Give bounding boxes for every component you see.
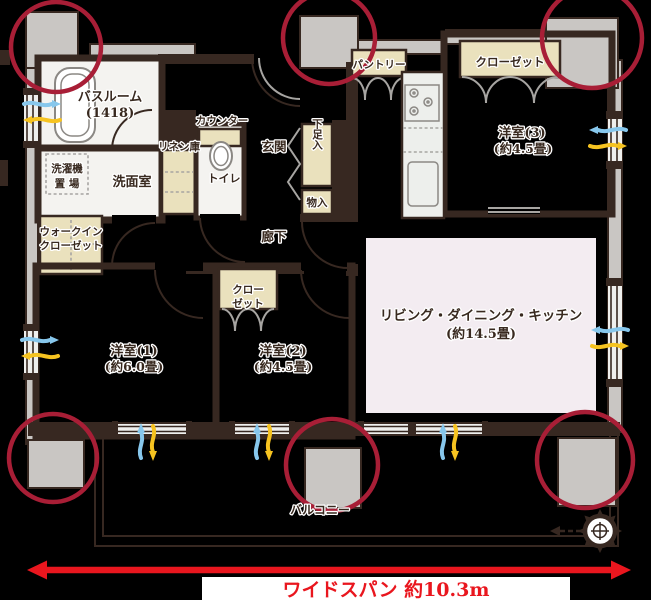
window-west-2	[23, 324, 39, 380]
entrance-label: 玄関	[261, 139, 286, 154]
washroom-label: 洗面室	[112, 174, 151, 190]
kitchen	[400, 70, 446, 220]
widespan-label: ワイドスパン 約10.3m	[283, 578, 490, 600]
washer-space	[45, 153, 89, 195]
washroom-door-arc	[111, 222, 156, 267]
room1-label: 洋室(1)	[110, 343, 157, 359]
washer-label2: 置 場	[55, 177, 80, 190]
room2-size-label: (約4.5畳)	[254, 359, 313, 374]
shoe-cabinet-label: 下足入	[311, 118, 323, 150]
pillar-highlight-circles	[6, 0, 645, 514]
corner-pillars	[25, 11, 619, 509]
stove-icon	[404, 84, 440, 122]
room2-closet-label: クロー	[232, 284, 264, 296]
ldk-size-label: (約14.5畳)	[446, 326, 516, 342]
pillar-bottom-left	[27, 439, 85, 489]
room3-label: 洋室(3)	[498, 125, 545, 141]
ldk-highlight	[366, 238, 596, 413]
linen-label: リネン庫	[158, 140, 200, 153]
entrance-area	[251, 57, 334, 216]
room2	[212, 262, 356, 440]
ldk-door-arc	[301, 221, 349, 269]
highlight-circle-icon	[283, 416, 381, 514]
counter-label: カウンター	[196, 115, 249, 127]
window-south-2	[229, 421, 295, 436]
pillar-bottom-center	[304, 447, 362, 509]
toilet-door-arc	[199, 217, 246, 263]
highlight-circle-icon	[539, 0, 645, 91]
burner-icons	[409, 88, 433, 116]
room2-closet-doors	[221, 308, 275, 332]
room2-label: 洋室(2)	[259, 343, 306, 359]
washer-label: 洗濯機	[51, 162, 83, 175]
highlight-circle-icon	[8, 0, 104, 95]
room1-size-label: (約6.0畳)	[105, 359, 164, 374]
highlight-circle-icon	[534, 409, 636, 511]
room2-door-arc	[300, 269, 350, 319]
room3-closet-doors	[461, 76, 559, 104]
storage-box	[300, 188, 334, 216]
pantry-label: パントリー	[352, 59, 405, 71]
linen-cabinet	[160, 148, 198, 216]
window-east-2	[606, 278, 622, 387]
wic-label: ウォークイン	[40, 226, 103, 238]
storage-label: 物入	[307, 196, 328, 209]
room2-closet-label2: ゼット	[232, 297, 264, 310]
highlight-circle-icon	[280, 0, 378, 87]
widespan-arrow	[27, 560, 631, 600]
bathroom-door-arc	[111, 109, 153, 151]
window-east-1	[606, 111, 622, 169]
folding-door-icon	[286, 127, 302, 201]
room3-closet-label: クローゼット	[476, 55, 545, 69]
toilet-room	[193, 121, 247, 263]
wic-label2: クローゼット	[40, 239, 103, 252]
balcony-label: バルコニー	[290, 503, 350, 517]
entrance-door-arc	[251, 57, 301, 107]
room2-closet-box	[217, 267, 279, 311]
pillar-top-center	[299, 15, 359, 69]
room-labels: バスルーム (1418) 洗濯機 置 場 洗面室 リネン庫 カウンター トイレ …	[38, 54, 583, 600]
toilet-label: トイレ	[208, 172, 241, 185]
room1-door-arc	[154, 269, 204, 319]
pillar-bottom-right	[557, 437, 617, 507]
shoe-cabinet-box	[300, 122, 334, 188]
bathroom-label: バスルーム	[78, 90, 143, 105]
bathroom-size-label: (1418)	[86, 106, 134, 121]
highlight-circle-icon	[6, 411, 100, 505]
compass-icon	[550, 509, 622, 553]
ldk-label: リビング・ダイニング・キッチン	[380, 307, 583, 324]
room3-size-label: (約4.5畳)	[494, 141, 553, 156]
hallway-label: 廊下	[261, 229, 287, 244]
sink-icon	[407, 161, 439, 207]
